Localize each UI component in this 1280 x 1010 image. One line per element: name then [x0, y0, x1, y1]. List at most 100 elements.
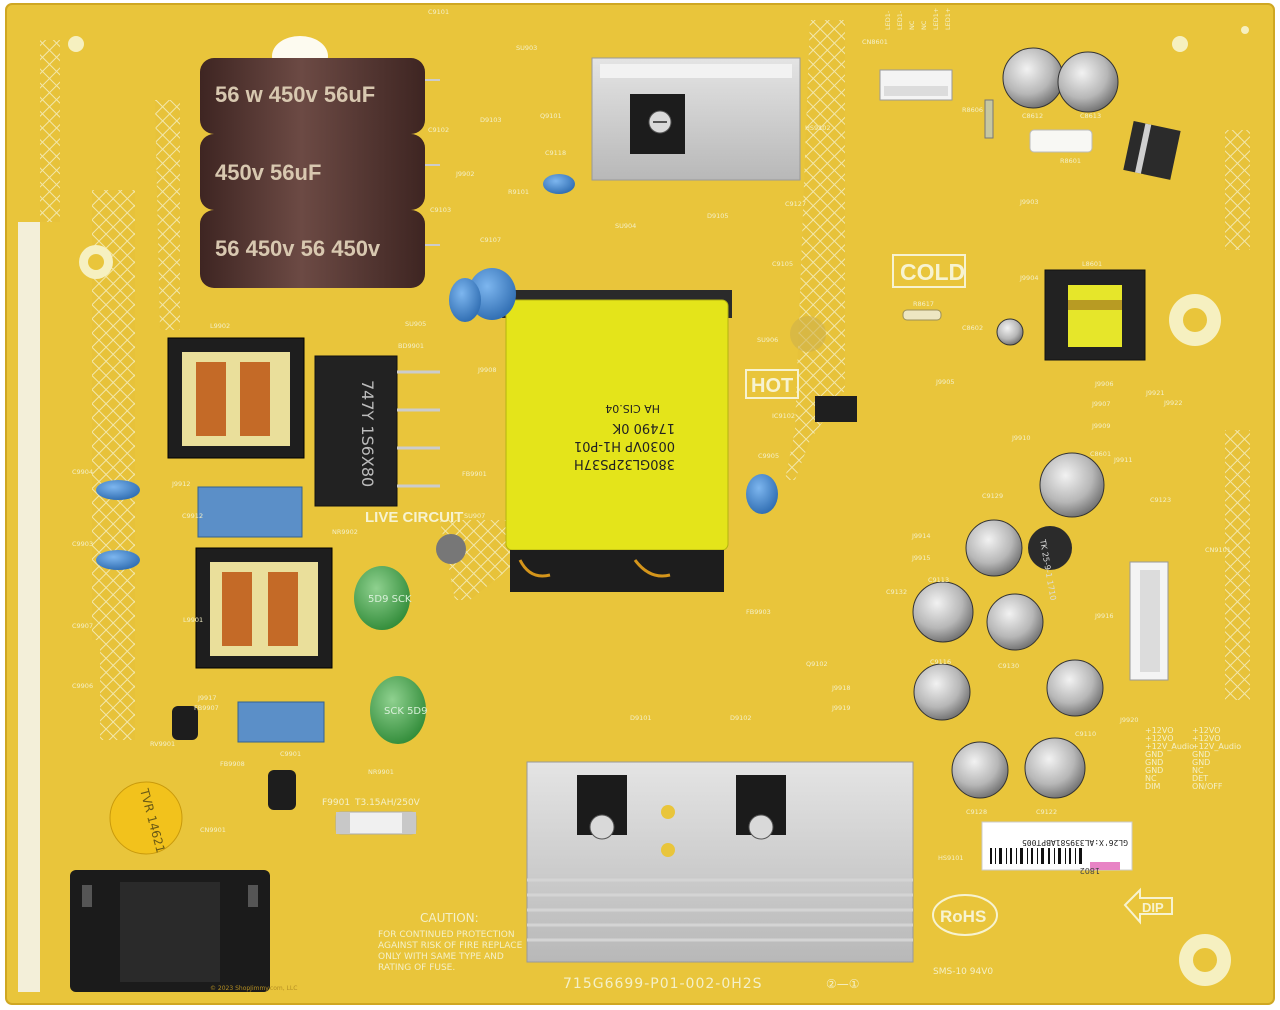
ref-r9101: R9101 — [508, 188, 529, 196]
ref-j9916: J9916 — [1094, 612, 1113, 620]
reference-designators: C9101 SU903 C9102 C9103 Q9101 C9118 R910… — [72, 8, 1231, 862]
led-header-connector — [879, 69, 953, 101]
pin-right-6: NC — [1192, 766, 1204, 775]
hot-zone-label: HOT — [751, 375, 793, 397]
mounting-holes — [68, 26, 1249, 986]
caution-title: CAUTION: — [420, 911, 479, 925]
ref-c9101: C9101 — [428, 8, 449, 16]
output-caps-right: TK 25-9-1 1710 — [912, 452, 1105, 799]
ref-l9901: L9901 — [183, 616, 203, 624]
ref-cn8601: CN8601 — [862, 38, 888, 46]
pin-left-5: GND — [1145, 758, 1163, 767]
ref-fb9901: FB9901 — [462, 470, 487, 478]
ref-d9102: D9102 — [730, 714, 752, 722]
ref-c9128: C9128 — [966, 808, 987, 816]
led-pin-2: LED1- — [896, 10, 904, 30]
bridge-rectifier: 747Y 1S6X80 — [314, 355, 440, 507]
ntc-marking-1: 5D9 SCK — [368, 594, 412, 605]
ref-c9107: C9107 — [480, 236, 501, 244]
pin-left-7: NC — [1145, 774, 1157, 783]
ref-rv9901: RV9901 — [150, 740, 175, 748]
ref-c9127: C9127 — [785, 200, 806, 208]
copyright-notice: © 2023 ShopJimmy.com, LLC — [210, 985, 297, 992]
rohs-label: RoHS — [940, 907, 986, 926]
ref-hs9102: HS9102 — [805, 124, 831, 132]
hatched-regions — [40, 20, 1250, 740]
ref-c9118: C9118 — [545, 149, 566, 157]
ref-j9911: J9911 — [1113, 456, 1132, 464]
ref-j9904: J9904 — [1019, 274, 1038, 282]
pin-right-8: ON/OFF — [1192, 782, 1223, 791]
ref-d9103: D9103 — [480, 116, 502, 124]
pin-left-2: +12VO — [1145, 734, 1174, 743]
barcode-text: GL26'X:AL339581ABPT005 — [1022, 838, 1128, 847]
pin-left-8: DIM — [1145, 782, 1161, 791]
barcode-date: 1802 — [1080, 866, 1100, 875]
ref-c9905: C9905 — [758, 452, 779, 460]
ref-fb9903: FB9903 — [746, 608, 771, 616]
board-edge-strip — [18, 222, 40, 992]
ferrite-beads — [172, 534, 466, 810]
ref-j9903: J9903 — [1019, 198, 1038, 206]
ref-c9901: C9901 — [280, 750, 301, 758]
ref-ic9102: IC9102 — [772, 412, 795, 420]
transformer-side-marking: HA CIS.04 — [605, 402, 660, 415]
ntc-thermistors: 5D9 SCK SCK 5D9 — [354, 566, 428, 744]
y-capacitors — [96, 174, 778, 570]
pin-right-3: +12V_Audio — [1192, 742, 1241, 751]
caution-line-1: FOR CONTINUED PROTECTION — [378, 930, 515, 940]
cap-marking-2: 450v 56uF — [215, 160, 321, 185]
ref-j9909: J9909 — [1091, 422, 1110, 430]
mosfet-heatsink-top — [591, 57, 801, 181]
dip-label: DIP — [1142, 900, 1164, 915]
ref-c9132: C9132 — [886, 588, 907, 596]
bulk-capacitors: 56 w 450v 56uF 450v 56uF 56 450v 56 450v — [200, 36, 440, 288]
caution-line-4: RATING OF FUSE. — [378, 963, 455, 973]
ref-c9116: C9116 — [930, 658, 951, 666]
led-pin-5: LED1+ — [932, 8, 940, 30]
rohs-mark: RoHS — [932, 894, 998, 936]
live-circuit-label: LIVE CIRCUIT — [365, 509, 463, 526]
caution-line-2: AGAINST RISK OF FIRE REPLACE — [378, 941, 523, 951]
small-components-right — [790, 309, 1024, 422]
ref-j9905: J9905 — [935, 378, 954, 386]
fuse-ref: F9901 — [322, 798, 350, 808]
ref-bd9901: BD9901 — [398, 342, 424, 350]
ref-c9102: C9102 — [428, 126, 449, 134]
led-pin-6: LED1+ — [944, 8, 952, 30]
ref-r8601: R8601 — [1060, 157, 1081, 165]
ref-c9123: C9123 — [1150, 496, 1171, 504]
pin-left-4: GND — [1145, 750, 1163, 759]
transformer-line-2: 0030VP H1-P01 — [574, 438, 675, 453]
ref-r8617: R8617 — [913, 300, 934, 308]
led-pin-4: NC — [920, 20, 928, 30]
pin-left-3: +12V_Audio — [1145, 742, 1194, 751]
ref-q9102: Q9102 — [806, 660, 828, 668]
cap-marking-1: 56 w 450v 56uF — [215, 82, 375, 107]
ref-l8601: L8601 — [1082, 260, 1102, 268]
ref-j9906: J9906 — [1094, 380, 1113, 388]
ref-c9912: C9912 — [182, 512, 203, 520]
ref-c9903: C9903 — [72, 540, 93, 548]
ref-c9113: C9113 — [928, 576, 949, 584]
ref-c9904: C9904 — [72, 468, 93, 476]
ref-c9129: C9129 — [982, 492, 1003, 500]
led-pin-1: LED1- — [884, 10, 892, 30]
ntc-marking-2: SCK 5D9 — [384, 706, 428, 717]
pin-right-1: +12VO — [1192, 726, 1221, 735]
ref-c9105: C9105 — [772, 260, 793, 268]
varistor: TVR 14621 — [109, 781, 183, 855]
fuse: F9901 T3.15AH/250V — [322, 798, 421, 835]
ref-j9917: J9917 — [197, 694, 216, 702]
ref-cn9101: CN9101 — [1205, 546, 1231, 554]
board-part-number: 715G6699-P01-002-0H2S — [563, 976, 763, 992]
ref-j9914: J9914 — [911, 532, 930, 540]
barcode-sticker: GL26'X:AL339581ABPT005 1802 — [981, 821, 1133, 875]
ref-su907: SU907 — [464, 512, 485, 520]
revision-marks: ②—① — [826, 977, 860, 991]
ref-d9101: D9101 — [630, 714, 652, 722]
ref-su905: SU905 — [405, 320, 426, 328]
ref-j9907: J9907 — [1091, 400, 1110, 408]
caution-line-3: ONLY WITH SAME TYPE AND — [378, 952, 504, 962]
